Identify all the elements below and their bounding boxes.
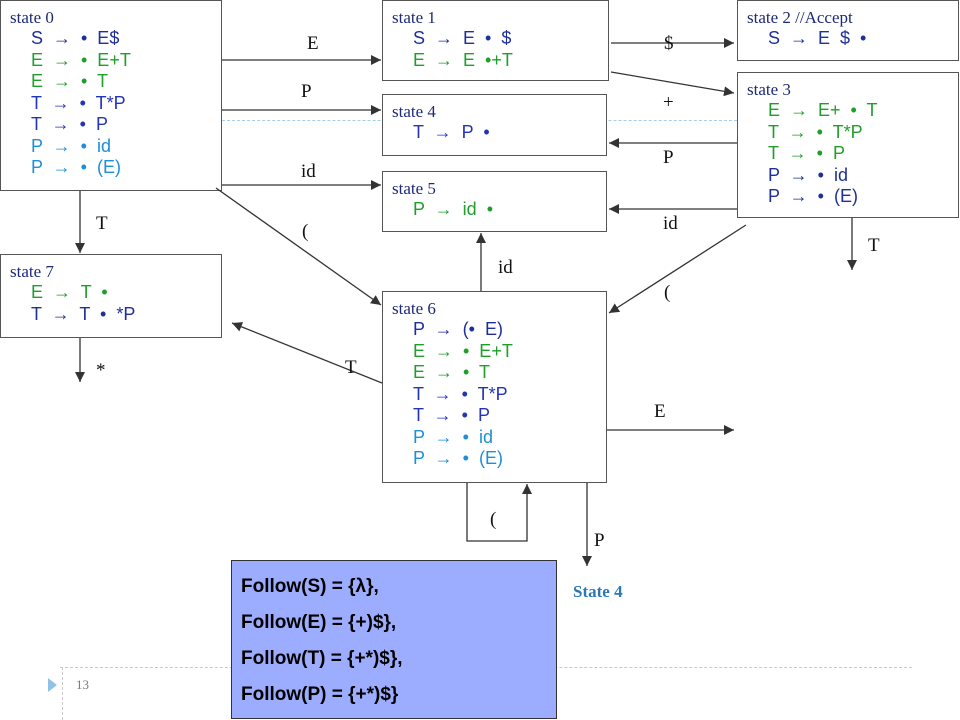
edge-s6-s7 [231,322,383,384]
state-6-item: T → • T*P [413,383,508,404]
state-3-title: state 3 [747,80,791,99]
state-3-item: T → • P [768,143,845,163]
state-0-item: E → • E+T [31,49,131,70]
guide-line-vertical [62,667,63,720]
edge-s0-s5-label: id [301,161,316,182]
edge-s0-s7-label: T [96,213,108,234]
state-6-box: state 6 P → (• E) E → • E+T E → • T T → … [382,291,607,483]
edge-s0-s1-label: E [307,33,319,54]
state-1-box: state 1 S → E • $ E → E •+T [382,0,609,81]
state-7-title: state 7 [10,262,54,281]
edge-s0-s6-label: ( [302,221,308,242]
state-0-item: T → • T*P [31,92,126,113]
follow-t-line: Follow(T) = {+*)$}, [241,648,403,669]
state-7-item: E → T • [31,282,108,302]
state-3-item: P → • id [768,164,848,185]
state-0-item: S → • E$ [31,28,120,48]
state-2-box: state 2 //Accept S → E $ • [737,0,959,61]
state-4-item: T → P • [413,122,490,142]
state-2-title: state 2 //Accept [747,8,853,27]
edge-s6-out-p-label: P [594,530,605,551]
state-3-box: state 3 E → E+ • T T → • T*P T → • P P →… [737,72,959,218]
edge-s6-s7-label: T [345,357,357,378]
edge-s3-s6-label: ( [664,282,670,303]
state-6-item: P → (• E) [413,319,503,339]
edge-s1-s3 [610,71,735,97]
state-6-title: state 6 [392,299,436,318]
state-6-item: E → • T [413,362,490,382]
edge-s6-s5-label: id [498,257,513,278]
state-1-item: E → E •+T [413,49,513,70]
state-4-title: state 4 [392,102,436,121]
state-0-title: state 0 [10,8,54,27]
follow-p-line: Follow(P) = {+*)$} [241,684,399,705]
edge-s3-s5-label: id [663,213,678,234]
state-5-title: state 5 [392,179,436,198]
state-0-item: E → • T [31,71,108,91]
state-3-item: E → E+ • T [768,100,878,120]
state-7-item: T → T • *P [31,303,136,324]
follow-s-line: Follow(S) = {λ}, [241,576,379,597]
edge-s0-s6 [215,187,382,306]
edge-s3-s4-label: P [663,147,674,168]
state-0-item: P → • (E) [31,157,121,177]
state-6-item: E → • E+T [413,340,513,361]
state-1-item: S → E • $ [413,28,512,48]
state-1-title: state 1 [392,8,436,27]
follow-sets-box: Follow(S) = {λ}, Follow(E) = {+)$}, Foll… [231,560,557,719]
edge-s1-s3-label: + [663,92,674,113]
state-3-item: T → • T*P [768,121,863,142]
edge-s6-self-loop [466,483,532,542]
page-number: 13 [76,677,89,692]
slide-bullet-icon [48,678,57,692]
state-5-box: state 5 P → id • [382,171,607,232]
follow-e-line: Follow(E) = {+)$}, [241,612,397,633]
edge-s3-s6 [608,224,747,314]
state-0-item: T → • P [31,114,108,134]
state-6-item: P → • (E) [413,448,503,468]
state-0-item: P → • id [31,135,111,156]
edge-s7-out-label: * [96,360,106,381]
edge-s1-s2-label: $ [664,33,674,54]
state-0-box: state 0 S → • E$ E → • E+T E → • T T → •… [0,0,222,191]
edge-s0-s4-label: P [301,81,312,102]
state-6-item: T → • P [413,405,490,425]
edge-s6-out-e-label: E [654,401,666,422]
state-6-item: P → • id [413,426,493,447]
state-7-box: state 7 E → T • T → T • *P [0,254,222,338]
state-4-box: state 4 T → P • [382,94,607,156]
state-5-item: P → id • [413,199,493,219]
edge-s3-out-label: T [868,235,880,256]
edge-s6-self-loop-label: ( [490,509,496,530]
state-4-target-note: State 4 [573,582,623,601]
state-3-item: P → • (E) [768,186,858,206]
state-2-item: S → E $ • [768,28,867,48]
